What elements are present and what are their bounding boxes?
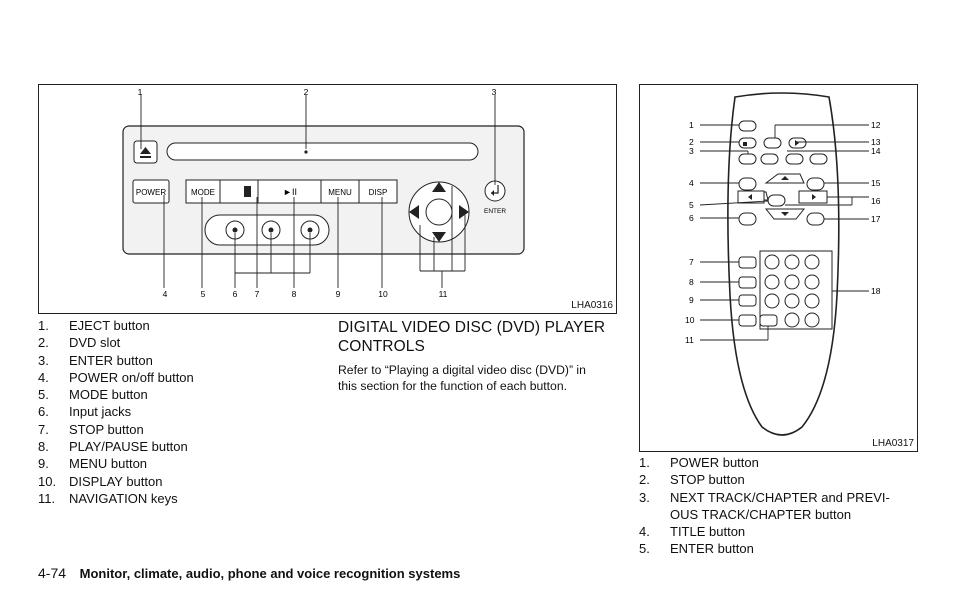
- callout-3: 3: [492, 87, 497, 97]
- callout-6: 6: [233, 289, 238, 299]
- callout-4: 4: [163, 289, 168, 299]
- list-item: 5.MODE button: [38, 387, 148, 403]
- enter-icon: [491, 190, 494, 196]
- section-paragraph: Refer to “Playing a digital video disc (…: [338, 363, 586, 393]
- remote-control-figure: 1 2 3 4 5 6 7 8 9 10 11 12 13 14 15 16 1…: [639, 84, 918, 452]
- nav-left-icon: [409, 205, 419, 219]
- callout-13: 13: [871, 137, 881, 147]
- list-item: 10.DISPLAY button: [38, 473, 163, 489]
- callout-16: 16: [871, 196, 881, 206]
- remote-control-legend: 1.POWER button 2.STOP button 3.NEXT TRAC…: [639, 454, 919, 558]
- list-item: 8.PLAY/PAUSE button: [38, 439, 188, 455]
- list-item: 4.POWER on/off button: [38, 369, 194, 385]
- callout-8: 8: [689, 277, 694, 287]
- callout-7: 7: [689, 257, 694, 267]
- list-item: 5.ENTER button: [639, 541, 754, 557]
- list-item: 1.POWER button: [639, 455, 759, 470]
- play-pause-icon: ►II: [283, 187, 297, 197]
- page-footer: 4-74 Monitor, climate, audio, phone and …: [38, 565, 460, 581]
- nav-down-icon: [432, 232, 446, 242]
- nav-up-icon: [432, 182, 446, 192]
- chapter-title: Monitor, climate, audio, phone and voice…: [79, 566, 461, 581]
- dvd-player-diagram: POWER MODE ►II MENU DISP ENTER: [122, 87, 525, 299]
- callout-6: 6: [689, 213, 694, 223]
- figure-code: LHA0317: [872, 438, 914, 449]
- nav-right-icon: [459, 205, 469, 219]
- list-item: 4.TITLE button: [639, 524, 746, 540]
- callout-3: 3: [689, 146, 694, 156]
- callout-9: 9: [689, 295, 694, 305]
- callout-9: 9: [336, 289, 341, 299]
- callout-5: 5: [689, 200, 694, 210]
- dvd-slot-shape: [166, 142, 479, 161]
- callout-10: 10: [685, 315, 695, 325]
- menu-button-label: MENU: [328, 188, 352, 197]
- dvd-player-legend: 1.EJECT button 2.DVD slot 3.ENTER button…: [38, 317, 328, 507]
- stop-icon: [244, 186, 251, 197]
- callout-17: 17: [871, 214, 881, 224]
- callout-1: 1: [138, 87, 143, 97]
- disp-button-label: DISP: [369, 188, 388, 197]
- callout-12: 12: [871, 120, 881, 130]
- list-item: 7.STOP button: [38, 421, 144, 437]
- list-item: OUS TRACK/CHAPTER button: [670, 506, 852, 522]
- list-item: 11.NAVIGATION keys: [38, 490, 178, 506]
- list-item: 1.EJECT button: [38, 318, 150, 333]
- callout-8: 8: [292, 289, 297, 299]
- list-item: 3.ENTER button: [38, 352, 153, 368]
- callout-18: 18: [871, 286, 881, 296]
- callout-4: 4: [689, 178, 694, 188]
- power-button-label: POWER: [136, 188, 166, 197]
- callout-15: 15: [871, 178, 881, 188]
- figure-code: LHA0316: [571, 300, 613, 311]
- callout-11: 11: [439, 289, 448, 299]
- dvd-player-figure: POWER MODE ►II MENU DISP ENTER: [38, 84, 617, 314]
- list-item: 9.MENU button: [38, 456, 148, 472]
- callout-14: 14: [871, 146, 881, 156]
- callout-5: 5: [201, 289, 206, 299]
- callout-2: 2: [304, 87, 309, 97]
- remote-control-diagram: 1 2 3 4 5 6 7 8 9 10 11 12 13 14 15 16 1…: [685, 92, 881, 436]
- eject-icon: [140, 147, 151, 154]
- list-item: 2.STOP button: [639, 472, 745, 488]
- enter-button-label: ENTER: [484, 208, 506, 215]
- callout-11: 11: [685, 335, 694, 345]
- callout-10: 10: [378, 289, 388, 299]
- callout-7: 7: [255, 289, 260, 299]
- page-number: 4-74: [38, 565, 67, 581]
- number-pad-area: [759, 250, 833, 330]
- list-item: 6.Input jacks: [38, 404, 132, 420]
- mode-button-label: MODE: [191, 188, 215, 197]
- callout-2: 2: [689, 137, 694, 147]
- callout-1: 1: [689, 120, 694, 130]
- section-heading: DIGITAL VIDEO DISC (DVD) PLAYER CONTROLS: [338, 319, 606, 355]
- list-item: 2.DVD slot: [38, 335, 121, 351]
- list-item: 3.NEXT TRACK/CHAPTER and PREVI-: [639, 489, 890, 505]
